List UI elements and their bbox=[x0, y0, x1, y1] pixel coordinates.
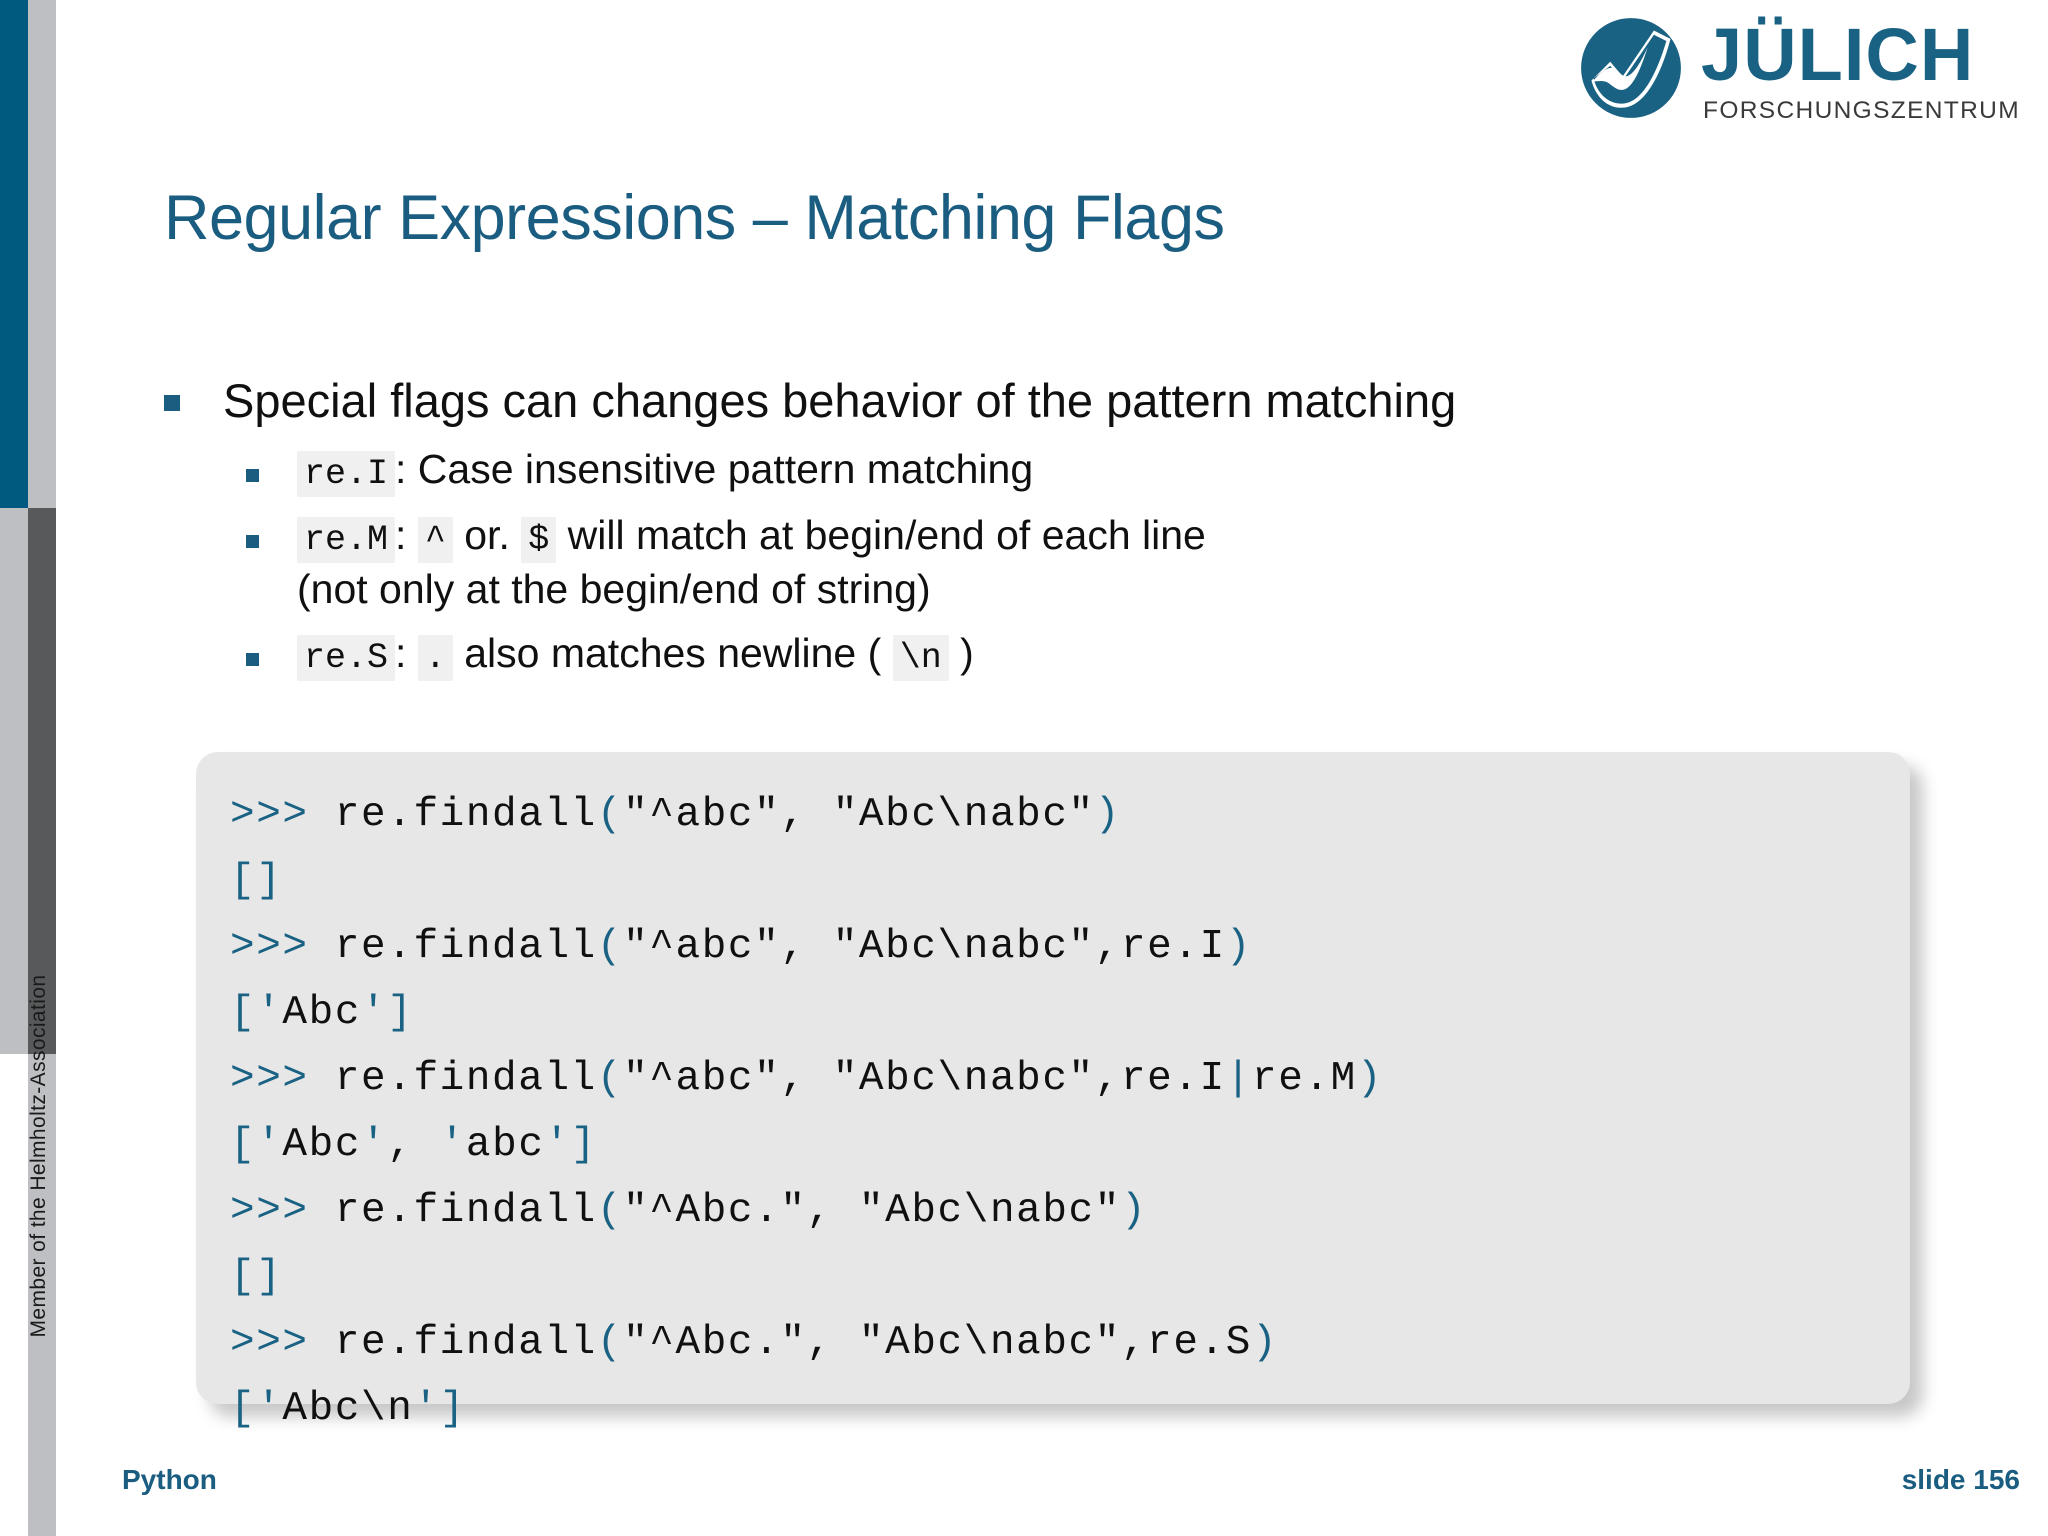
console-prompt: >>> bbox=[230, 792, 335, 838]
helmholtz-association-label: Member of the Helmholtz-Association bbox=[27, 974, 50, 1338]
sub-bullet-re-i-text: re.I: Case insensitive pattern matching bbox=[297, 443, 1034, 498]
sidebar-second-bar-dark bbox=[28, 508, 56, 1054]
inline-code-re-m: re.M bbox=[297, 516, 396, 563]
sub-bullet-re-i-description: : Case insensitive pattern matching bbox=[395, 446, 1034, 493]
logo-title: JÜLICH bbox=[1701, 13, 1975, 96]
sub-bullet-re-s-text: re.S: . also matches newline ( \n ) bbox=[297, 627, 974, 682]
sub-bullet-re-s-closeparen: ) bbox=[960, 630, 974, 677]
console-line: >>> re.findall("^abc", "Abc\nabc",re.I|r… bbox=[230, 1056, 1384, 1102]
sub-bullet-re-m-or: or. bbox=[464, 511, 510, 558]
inline-code-re-i: re.I bbox=[297, 451, 396, 498]
console-prompt: >>> bbox=[230, 924, 335, 970]
console-line: ['Abc'] bbox=[230, 990, 414, 1036]
sub-bullet-re-s-description: also matches newline ( bbox=[464, 630, 882, 677]
console-line: >>> re.findall("^Abc.", "Abc\nabc") bbox=[230, 1188, 1148, 1234]
bullet-item-level1: Special flags can changes behavior of th… bbox=[164, 370, 1934, 431]
console-prompt: >>> bbox=[230, 1056, 335, 1102]
inline-code-caret: ^ bbox=[417, 516, 453, 563]
bullet-square-icon bbox=[164, 395, 180, 411]
footer-slide-number: slide 156 bbox=[1901, 1464, 2020, 1495]
console-line: [] bbox=[230, 858, 283, 904]
console-line: >>> re.findall("^abc", "Abc\nabc",re.I) bbox=[230, 924, 1253, 970]
inline-code-newline: \n bbox=[892, 635, 949, 682]
console-line: ['Abc', 'abc'] bbox=[230, 1122, 597, 1168]
console-prompt: >>> bbox=[230, 1320, 335, 1366]
sub-bullet-list: re.I: Case insensitive pattern matching … bbox=[246, 443, 1934, 682]
console-line: [] bbox=[230, 1254, 283, 1300]
inline-code-dot: . bbox=[417, 635, 453, 682]
sub-bullet-re-m-colon: : bbox=[395, 511, 407, 558]
sidebar-accent-bar-grey-lower bbox=[0, 508, 28, 1054]
juelich-swoosh-icon bbox=[1581, 18, 1681, 118]
sub-bullet-item-re-i: re.I: Case insensitive pattern matching bbox=[246, 443, 1934, 498]
inline-code-re-s: re.S bbox=[297, 635, 396, 682]
console-line: >>> re.findall("^abc", "Abc\nabc") bbox=[230, 792, 1121, 838]
sidebar-accent-bar-teal bbox=[0, 0, 28, 508]
bullet-square-icon bbox=[246, 653, 259, 667]
bullet-square-icon bbox=[246, 469, 259, 483]
inline-code-dollar: $ bbox=[521, 516, 557, 563]
sub-bullet-re-m-description: will match at begin/end of each line bbox=[567, 511, 1206, 558]
console-line: >>> re.findall("^Abc.", "Abc\nabc",re.S) bbox=[230, 1320, 1279, 1366]
console-line: ['Abc\n'] bbox=[230, 1386, 466, 1432]
sub-bullet-re-m-text: re.M: ^ or. $ will match at begin/end of… bbox=[297, 509, 1206, 615]
sub-bullet-re-m-note: (not only at the begin/end of string) bbox=[297, 565, 931, 612]
console-prompt: >>> bbox=[230, 1188, 335, 1234]
python-console-block: >>> re.findall("^abc", "Abc\nabc") [] >>> … bbox=[196, 752, 1910, 1432]
juelich-logo: JÜLICH FORSCHUNGSZENTRUM bbox=[1579, 16, 2020, 125]
sidebar-second-bar-grey-upper bbox=[28, 0, 56, 508]
bullet-square-icon bbox=[246, 534, 259, 548]
sub-bullet-item-re-m: re.M: ^ or. $ will match at begin/end of… bbox=[246, 509, 1934, 615]
bullet-level1-label: Special flags can changes behavior of th… bbox=[223, 374, 1457, 427]
sub-bullet-re-s-colon: : bbox=[395, 630, 407, 677]
sub-bullet-item-re-s: re.S: . also matches newline ( \n ) bbox=[246, 627, 1934, 682]
slide-content: Special flags can changes behavior of th… bbox=[164, 370, 1934, 682]
page-title: Regular Expressions – Matching Flags bbox=[164, 183, 1225, 253]
sidebar-second-bar-grey-lower bbox=[28, 1054, 56, 1536]
footer-left-label: Python bbox=[122, 1464, 217, 1495]
logo-subtitle: FORSCHUNGSZENTRUM bbox=[1703, 97, 2020, 125]
